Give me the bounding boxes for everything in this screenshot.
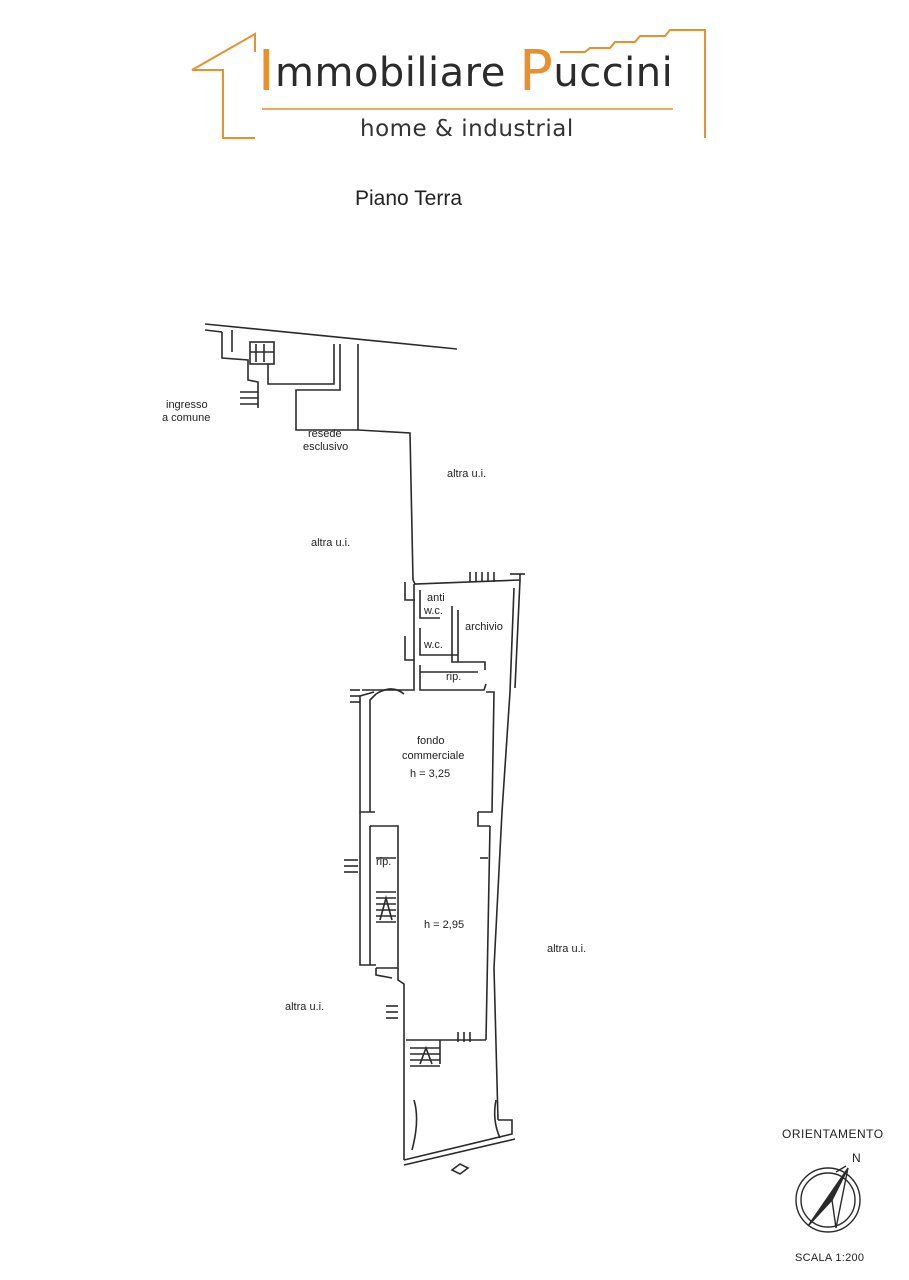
label-resede: resede	[308, 428, 342, 440]
label-rip-2: rip.	[376, 856, 392, 868]
street-line	[204, 323, 458, 350]
label-rip-1: rip.	[446, 671, 462, 683]
logo-word-2: uccini	[553, 50, 674, 96]
logo-letter-i: I	[258, 39, 276, 104]
label-height-2: h = 2,95	[424, 919, 465, 931]
label-altra-ui-2: altra u.i.	[311, 537, 351, 549]
label-altra-ui-4: altra u.i.	[285, 1001, 325, 1013]
logo-wordmark: Immobiliare Puccini	[258, 42, 673, 103]
page-title: Piano Terra	[355, 187, 463, 210]
logo-word-1: mmobiliare	[275, 50, 520, 96]
label-anti: anti	[427, 592, 445, 604]
logo-letter-p: P	[519, 39, 554, 104]
logo-subtitle: home & industrial	[360, 116, 574, 142]
compass-rose-icon	[795, 1165, 861, 1233]
logo-frame	[191, 29, 706, 139]
label-wc: w.c.	[424, 639, 443, 651]
label-altra-ui-1: altra u.i.	[447, 468, 487, 480]
label-a-comune: a comune	[162, 412, 211, 424]
label-ingresso: ingresso	[166, 399, 208, 411]
label-height-1: h = 3,25	[410, 768, 451, 780]
label-anti-wc: w.c.	[424, 605, 443, 617]
label-archivio: archivio	[465, 621, 503, 633]
compass-title: ORIENTAMENTO	[782, 1127, 884, 1141]
label-fondo: fondo	[417, 735, 445, 747]
label-esclusivo: esclusivo	[303, 441, 349, 453]
label-commerciale: commerciale	[402, 750, 465, 762]
scale-label: SCALA 1:200	[795, 1252, 865, 1264]
label-altra-ui-3: altra u.i.	[547, 943, 587, 955]
compass-north-label: N	[852, 1151, 861, 1165]
